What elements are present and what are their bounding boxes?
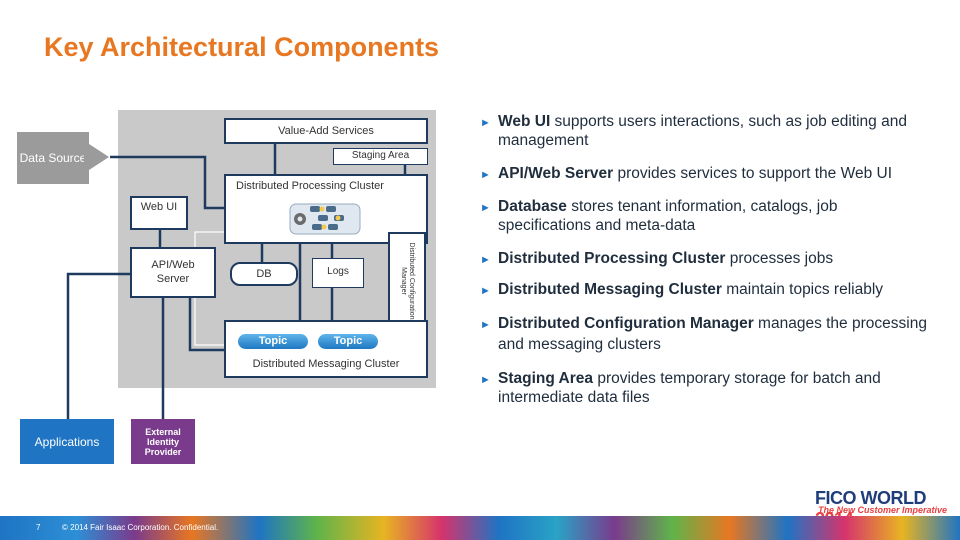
- triangle-right-icon: ►: [480, 254, 491, 266]
- bullet-item: ► Distributed Processing Cluster processe…: [480, 249, 930, 268]
- bullet-term: Staging Area: [498, 370, 594, 387]
- logs-box: Logs: [312, 258, 364, 288]
- page-number: 7: [36, 523, 41, 532]
- applications-box: Applications: [20, 419, 114, 464]
- bullet-text: manages the processing and messaging clu…: [498, 315, 927, 353]
- footer-bar: 7 © 2014 Fair Isaac Corporation. Confide…: [0, 516, 960, 540]
- bullet-item: ► Staging Area provides temporary storage…: [480, 369, 930, 407]
- bullet-item: ► Distributed Configuration Manager manag…: [480, 313, 930, 355]
- bullet-item: ► Web UI supports users interactions, suc…: [480, 112, 930, 150]
- bullet-item: ► Distributed Messaging Cluster maintain …: [480, 280, 930, 299]
- messaging-cluster-label: Distributed Messaging Cluster: [252, 358, 400, 370]
- copyright-text: © 2014 Fair Isaac Corporation. Confident…: [62, 523, 219, 532]
- config-manager-box: Distributed Configuration Manager: [388, 232, 426, 330]
- bullet-term: API/Web Server: [498, 165, 614, 182]
- data-source-arrow-stem: [84, 151, 92, 163]
- triangle-right-icon: ►: [480, 202, 491, 214]
- bullet-text: provides temporary storage for batch and…: [498, 370, 881, 406]
- processing-cluster-label: Distributed Processing Cluster: [236, 180, 384, 192]
- data-source-arrow-icon: [89, 144, 109, 170]
- bullet-text: processes jobs: [725, 250, 834, 267]
- bullet-item: ► Database stores tenant information, cat…: [480, 197, 930, 235]
- topic-pill-2: Topic: [318, 334, 378, 349]
- triangle-right-icon: ►: [480, 319, 491, 331]
- web-ui-box: Web UI: [130, 196, 188, 230]
- bullet-term: Web UI: [498, 113, 551, 130]
- bullet-text: supports users interactions, such as job…: [498, 113, 907, 149]
- bullet-text: stores tenant information, catalogs, job…: [498, 198, 838, 234]
- db-cylinder: DB: [230, 262, 298, 286]
- messaging-cluster-box: Topic Topic Distributed Messaging Cluste…: [224, 320, 428, 378]
- api-web-server-box: API/Web Server: [130, 247, 216, 298]
- bullet-term: Database: [498, 198, 567, 215]
- external-identity-provider-box: External Identity Provider: [131, 419, 195, 464]
- bullet-text: maintain topics reliably: [721, 281, 884, 298]
- topic-pill-1: Topic: [238, 334, 308, 349]
- slide-title: Key Architectural Components: [44, 32, 440, 62]
- staging-area-box: Staging Area: [333, 148, 428, 165]
- triangle-right-icon: ►: [480, 117, 491, 129]
- bullet-term: Distributed Processing Cluster: [498, 250, 726, 267]
- triangle-right-icon: ►: [480, 285, 491, 297]
- bullet-item: ► API/Web Server provides services to sup…: [480, 164, 930, 183]
- bullet-term: Distributed Messaging Cluster: [498, 281, 722, 298]
- brand-tagline: The New Customer Imperative: [818, 505, 948, 515]
- triangle-right-icon: ►: [480, 374, 491, 386]
- bullet-text: provides services to support the Web UI: [613, 165, 892, 182]
- data-source-box: Data Source: [17, 132, 89, 184]
- gears-icon: [289, 203, 361, 235]
- config-manager-label: Distributed Configuration Manager: [400, 242, 415, 320]
- triangle-right-icon: ►: [480, 169, 491, 181]
- brand-text: FICO WORLD: [815, 488, 926, 508]
- bullet-term: Distributed Configuration Manager: [498, 315, 754, 332]
- value-add-services-box: Value-Add Services: [224, 118, 428, 144]
- bullet-list: ► Web UI supports users interactions, suc…: [480, 112, 930, 421]
